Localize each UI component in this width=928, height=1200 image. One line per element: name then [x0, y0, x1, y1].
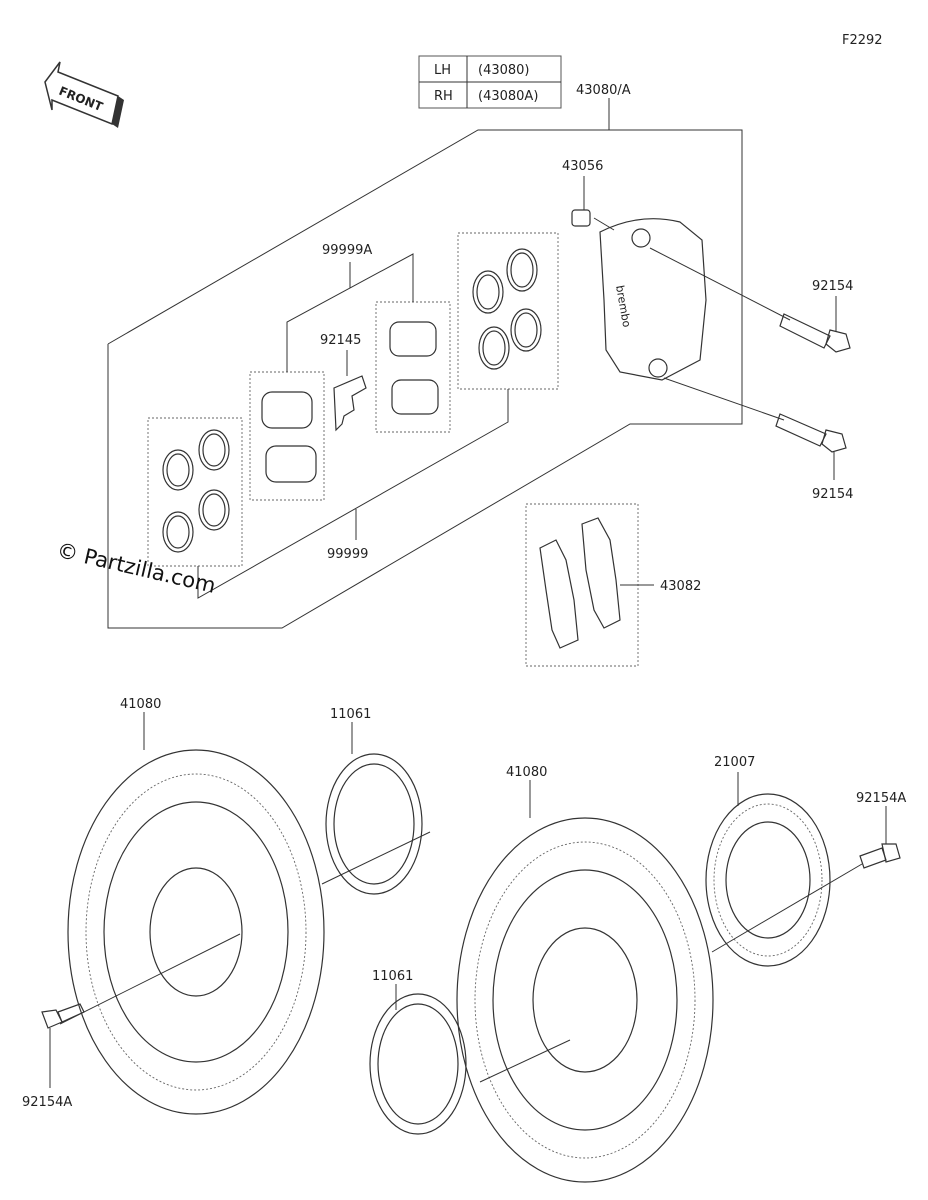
brake-disc-right [456, 817, 714, 1183]
bolt-disc-left [41, 1003, 85, 1029]
piston-box [249, 371, 325, 501]
seal-kit-box-left [147, 417, 243, 567]
table-part-lh: (43080) [478, 63, 530, 78]
caliper-body: brembo [599, 218, 707, 381]
front-arrow-icon: FRONT [44, 61, 124, 128]
callout-bolt-lower: 92154 [812, 487, 853, 502]
callout-spacer-upper: 11061 [330, 707, 371, 722]
spacer-ring-lower [369, 993, 467, 1135]
callout-pads: 43082 [660, 579, 701, 594]
bolt-upper [779, 313, 851, 353]
callout-caliper-assy: 43080/A [576, 83, 631, 98]
brake-disc-left [67, 749, 325, 1115]
svg-text:brembo: brembo [613, 284, 633, 328]
sensor-rotor [705, 793, 831, 967]
callout-seal-kit: 99999 [327, 547, 368, 562]
bleeder-screw [571, 209, 615, 231]
clip-part [333, 375, 367, 432]
callout-bolt-rotor: 92154A [856, 791, 906, 806]
table-part-rh: (43080A) [478, 89, 538, 104]
callout-spacer-lower: 11061 [372, 969, 413, 984]
table-side-lh: LH [434, 63, 451, 78]
table-side-rh: RH [434, 89, 453, 104]
side-table: LH (43080) RH (43080A) [418, 55, 562, 109]
callout-bolt-upper: 92154 [812, 279, 853, 294]
callout-disc-left: 41080 [120, 697, 161, 712]
callout-seal-kit-a: 99999A [322, 243, 372, 258]
bolt-rotor [859, 843, 901, 869]
caliper-assembly-outline [107, 98, 743, 629]
callout-sensor-rotor: 21007 [714, 755, 755, 770]
piston-box-right [375, 301, 451, 433]
callout-clip: 92145 [320, 333, 361, 348]
seal-kit-box-right [457, 232, 559, 390]
figure-code: F2292 [842, 33, 883, 48]
spacer-ring-upper [325, 753, 423, 895]
callout-bolt-disc: 92154A [22, 1095, 72, 1110]
bolt-lower [775, 413, 847, 453]
callout-bleeder: 43056 [562, 159, 603, 174]
callout-disc-right: 41080 [506, 765, 547, 780]
